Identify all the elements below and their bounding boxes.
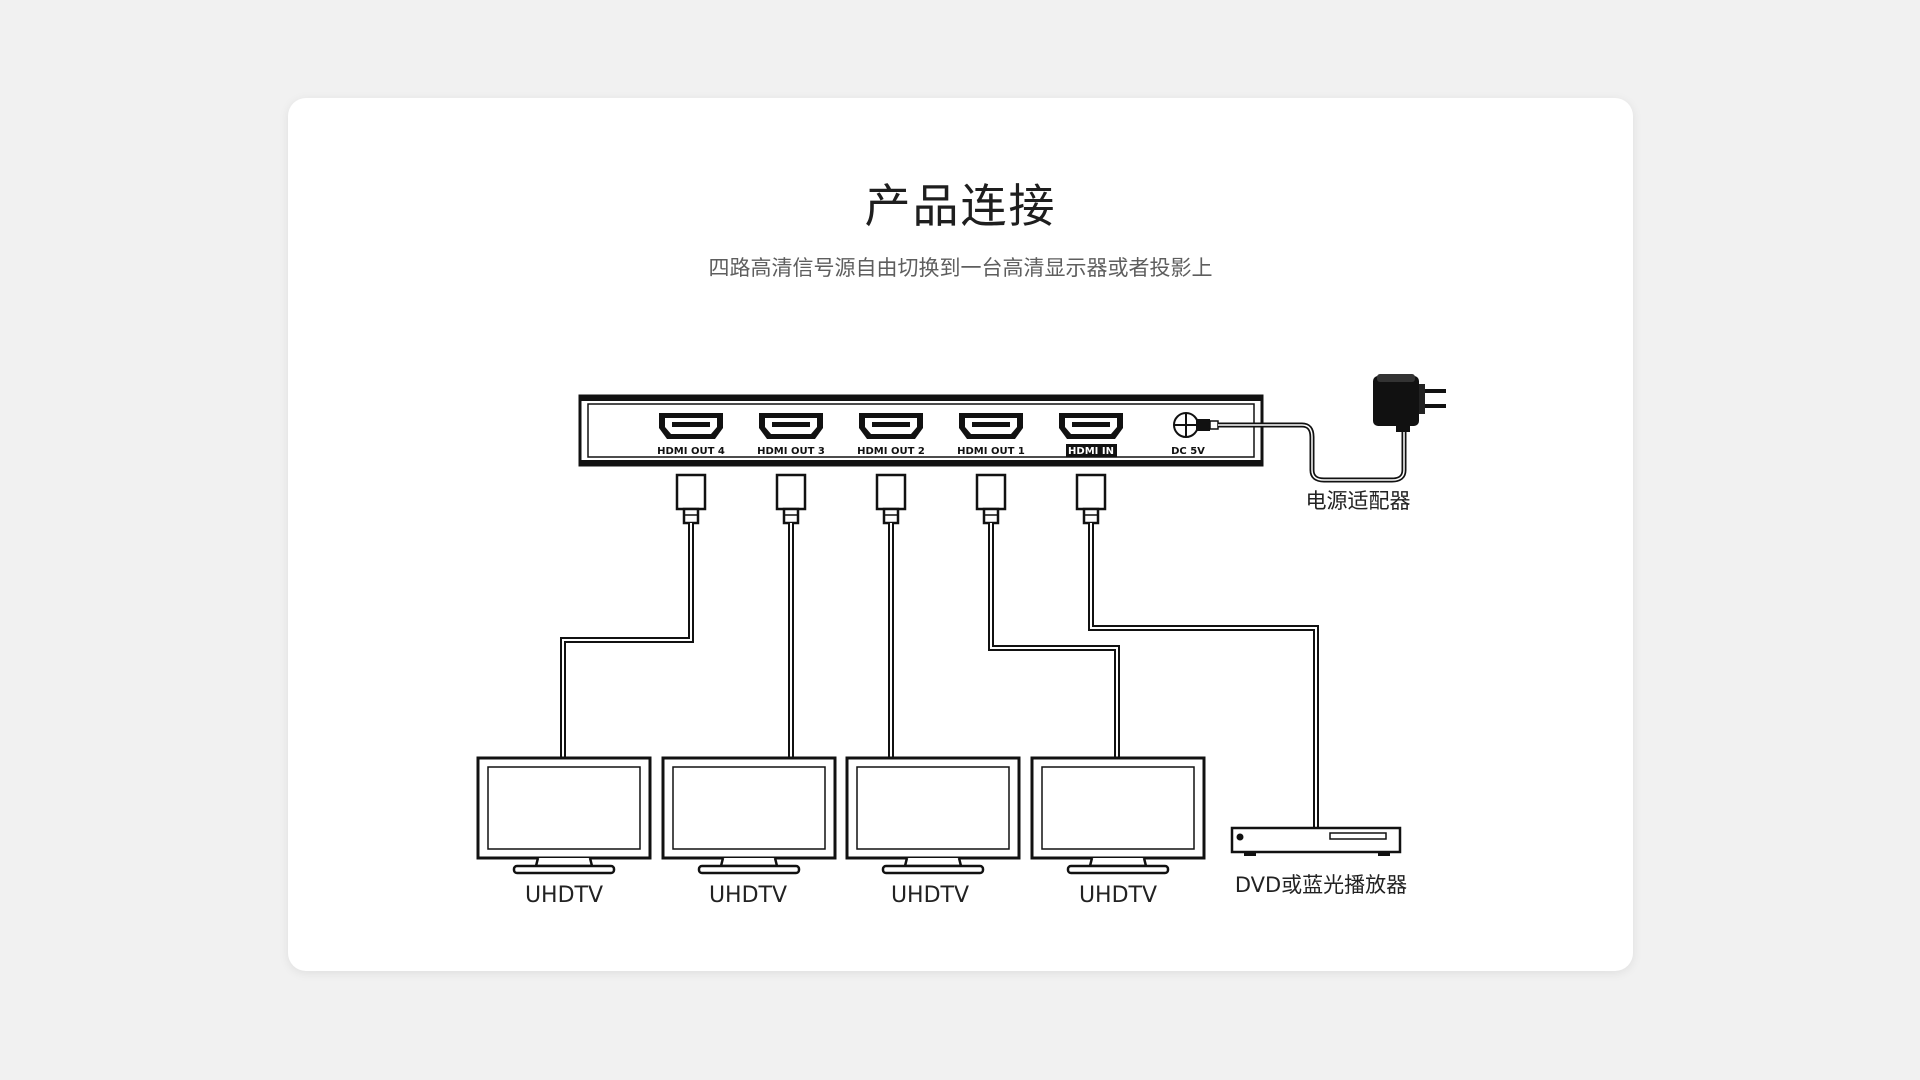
port-label-out3: HDMI OUT 3 <box>757 446 825 457</box>
uhdtv-icon-4 <box>1030 756 1206 875</box>
hdmi-in-port <box>1059 413 1123 439</box>
dc-power-port <box>1173 412 1199 438</box>
hdmi-plug-out3 <box>775 473 807 525</box>
hdmi-out-3-port <box>759 413 823 439</box>
hdmi-plug-out1 <box>975 473 1007 525</box>
dvd-player-label: DVD或蓝光播放器 <box>1235 873 1407 897</box>
tv-label-3: UHDTV <box>891 883 969 908</box>
cable-out4 <box>560 523 694 758</box>
uhdtv-icon-3 <box>845 756 1021 875</box>
hdmi-plug-out2 <box>875 473 907 525</box>
port-label-in: HDMI IN <box>1068 446 1114 457</box>
uhdtv-icon-1 <box>476 756 652 875</box>
hdmi-in-label-background <box>1066 444 1117 457</box>
power-adapter-label: 电源适配器 <box>1306 489 1411 513</box>
port-label-out1: HDMI OUT 1 <box>957 446 1025 457</box>
hdmi-out-1-port <box>959 413 1023 439</box>
uhdtv-icon-2 <box>661 756 837 875</box>
port-label-out2: HDMI OUT 2 <box>857 446 925 457</box>
tv-label-4: UHDTV <box>1079 883 1157 908</box>
hdmi-plug-in <box>1075 473 1107 525</box>
cable-out1 <box>988 523 1120 758</box>
port-label-dc: DC 5V <box>1171 446 1205 457</box>
hdmi-out-4-port <box>659 413 723 439</box>
power-cable <box>1196 419 1407 483</box>
hdmi-out-2-port <box>859 413 923 439</box>
tv-label-1: UHDTV <box>525 883 603 908</box>
power-adapter-icon <box>1373 374 1446 432</box>
page-title: 产品连接 <box>864 179 1057 233</box>
hdmi-plug-out4 <box>675 473 707 525</box>
cable-in <box>1088 523 1319 828</box>
page-subtitle: 四路高清信号源自由切换到一台高清显示器或者投影上 <box>708 256 1213 280</box>
port-label-out4: HDMI OUT 4 <box>657 446 725 457</box>
tv-label-2: UHDTV <box>709 883 787 908</box>
dvd-player-icon <box>1230 826 1402 856</box>
